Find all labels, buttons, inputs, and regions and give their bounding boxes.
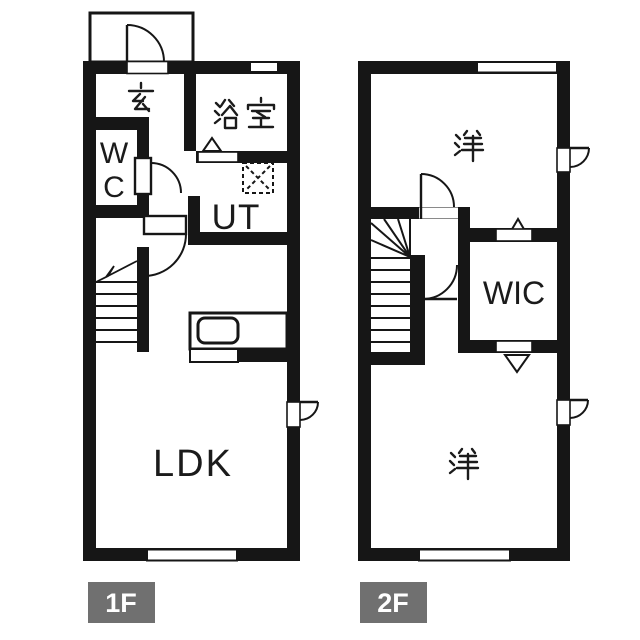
wic-bottom-door-triangle: [503, 354, 531, 374]
wall-kitchen-stub: [238, 349, 287, 362]
room-label-bathroom-1: [213, 98, 239, 130]
washer-space-icon: [242, 162, 274, 194]
bathroom-door-opening: [197, 151, 239, 163]
room-label-yo-lower: [448, 447, 480, 481]
entrance-door-opening: [126, 60, 169, 75]
floor-tag-1f: 1F: [105, 588, 137, 618]
bathroom-window: [249, 61, 279, 73]
wall-corridor-right: [458, 207, 470, 353]
landing-lower-door-arc: [422, 264, 458, 300]
wall-2f-left: [358, 61, 371, 561]
entrance-door-arc: [126, 24, 165, 63]
upper-room-door-opening: [556, 147, 571, 173]
stairs-1f: [95, 260, 138, 343]
room-label-bathroom-2: [246, 96, 276, 129]
wall-stairs-right-2f: [410, 255, 425, 352]
hall-ldk-door-arc: [143, 233, 187, 277]
kitchen-counter: [188, 311, 289, 363]
wic-bottom-door-opening: [495, 340, 533, 353]
floor-tag-2f: 2F: [377, 588, 409, 618]
wc-door-leaf: [133, 156, 153, 196]
lower-room-door-arc: [569, 399, 589, 419]
ldk-outside-door-opening: [286, 401, 301, 428]
kitchen-sink: [196, 316, 240, 345]
lower-room-door-opening: [556, 399, 571, 426]
wall-1f-left: [83, 61, 96, 561]
floor-tag-2f-box: [360, 582, 427, 623]
wall-genkan-bottom: [93, 117, 149, 130]
landing-upper-door-arc: [420, 173, 455, 208]
floor-1f-plan: W C UT LDK 1F: [83, 11, 319, 623]
room-label-wc-c: C: [103, 171, 125, 204]
wall-stairs-right-1f: [137, 247, 149, 352]
room-label-ut: UT: [212, 198, 261, 237]
wall-genkan-bathroom: [184, 61, 196, 151]
wic-top-door-opening: [495, 228, 533, 242]
ldk-window: [146, 548, 238, 562]
room-label-wc-w: W: [100, 137, 129, 170]
stairs-2f: [370, 218, 411, 343]
room-label-genkan: [127, 81, 155, 113]
ldk-outside-door-arc: [299, 401, 319, 421]
room-label-ldk: LDK: [153, 443, 233, 485]
wall-1f-right: [287, 61, 300, 561]
landing-upper-door-opening: [419, 207, 458, 219]
room-label-yo-upper: [453, 129, 485, 163]
entrance-porch: [88, 11, 195, 64]
stairs-winder-lines: [370, 218, 411, 258]
wall-wc-bottom: [83, 205, 149, 218]
floor-tag-1f-box: [88, 582, 155, 623]
wall-2f-right: [557, 61, 570, 561]
hall-ldk-door-leaf: [142, 214, 188, 236]
wc-door-arc: [150, 162, 182, 194]
upper-room-window-top: [476, 61, 558, 74]
lower-room-window: [418, 548, 511, 562]
room-label-wic: WIC: [483, 275, 545, 311]
wall-ut-bottom: [188, 232, 300, 245]
floor-2f-plan: WIC 2F: [358, 61, 590, 623]
upper-room-door-arc: [569, 147, 590, 168]
bathroom-door-triangle: [201, 136, 223, 152]
wall-stairs-bottom-2f: [358, 352, 425, 365]
stairs-break-line: [95, 260, 138, 283]
